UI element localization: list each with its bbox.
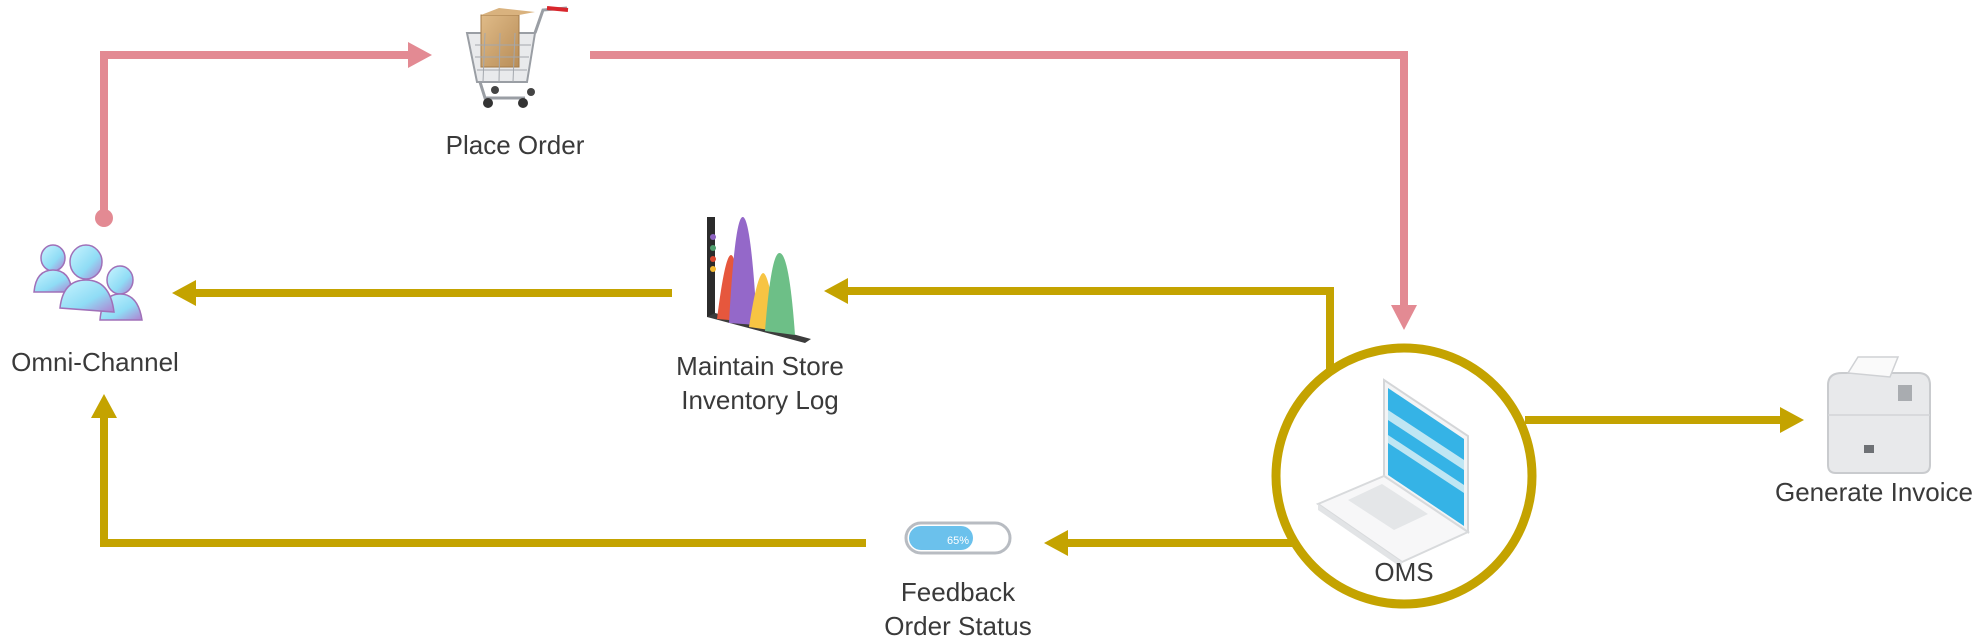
laptop-icon xyxy=(1315,378,1471,568)
inventory-label: Maintain Store Inventory Log xyxy=(640,349,880,417)
receipt-printer-icon xyxy=(1827,356,1931,474)
omni-channel-label: Omni-Channel xyxy=(11,347,179,377)
edge-omni-to-place-order xyxy=(95,42,432,227)
edge-place-order-to-oms xyxy=(590,51,1417,330)
feedback-label-line2: Order Status xyxy=(884,611,1032,641)
progress-percent: 65% xyxy=(947,535,969,547)
edge-oms-to-invoice xyxy=(1525,407,1804,433)
oms-label: OMS xyxy=(1374,557,1434,587)
place-order-label: Place Order xyxy=(445,130,585,160)
arrowhead-icon xyxy=(172,280,196,306)
generate-invoice-label: Generate Invoice xyxy=(1774,477,1973,507)
arrowhead-icon xyxy=(1780,407,1804,433)
edge-feedback-to-omni xyxy=(91,394,866,547)
feedback-label: Feedback Order Status xyxy=(858,575,1058,643)
arrowhead-icon xyxy=(91,394,117,418)
arrowhead-icon xyxy=(1044,530,1068,556)
edge-oms-to-feedback xyxy=(1044,530,1295,556)
edge-inventory-to-omni xyxy=(172,280,672,306)
feedback-label-line1: Feedback xyxy=(900,577,1016,607)
area-chart-icon xyxy=(707,216,811,343)
edge-oms-to-inventory xyxy=(824,278,1334,375)
inventory-label-line1: Maintain Store xyxy=(676,351,844,381)
shopping-cart-icon xyxy=(465,6,569,108)
arrowhead-icon xyxy=(1391,305,1417,330)
progress-bar-icon: 65% xyxy=(904,521,1012,555)
users-group-icon xyxy=(33,244,143,321)
arrowhead-icon xyxy=(824,278,848,304)
inventory-label-line2: Inventory Log xyxy=(681,385,839,415)
arrowhead-icon xyxy=(408,42,432,68)
